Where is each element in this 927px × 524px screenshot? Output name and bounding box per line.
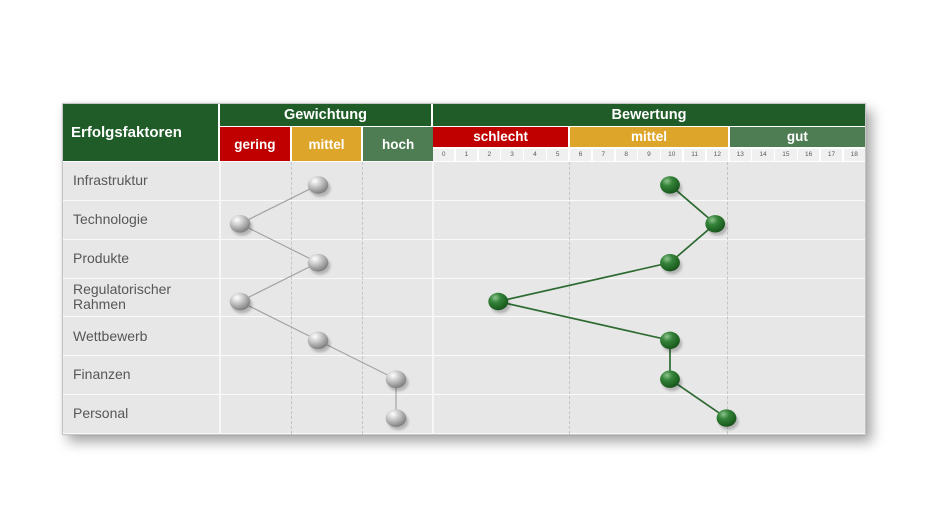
bewertung-section-header: Bewertung xyxy=(433,104,865,126)
table-row: Produkte xyxy=(63,239,865,279)
success-factor-table: Erfolgsfaktoren Gewichtung Bewertung ger… xyxy=(62,103,866,435)
corner-header: Erfolgsfaktoren xyxy=(63,104,220,161)
table-row: Regulatorischer Rahmen xyxy=(63,278,865,318)
scale-cell: 15 xyxy=(775,148,797,161)
gewichtung-section-header: Gewichtung xyxy=(220,104,433,126)
gridline-gering-mittel xyxy=(291,162,292,434)
scale-cell: 12 xyxy=(706,148,729,161)
scale-cell: 4 xyxy=(524,148,546,161)
scale-cell: 6 xyxy=(569,148,592,161)
scale-cell: 9 xyxy=(638,148,660,161)
scale-cell: 11 xyxy=(683,148,706,161)
band-bewertung-mittel: mittel xyxy=(570,127,728,147)
separator-labels-gewichtung xyxy=(219,162,221,434)
row-label: Regulatorischer Rahmen xyxy=(73,280,172,313)
scale-cell: 2 xyxy=(478,148,500,161)
table-row: Wettbewerb xyxy=(63,317,865,357)
scale-cell: 1 xyxy=(455,148,478,161)
row-label: Technologie xyxy=(73,210,148,227)
separator-gewichtung-bewertung xyxy=(432,162,434,434)
scale-cell: 5 xyxy=(547,148,569,161)
row-label: Personal xyxy=(73,405,129,422)
table-row: Infrastruktur xyxy=(63,162,865,201)
bewertung-scale-row: 0 1 2 3 4 5 6 7 8 9 10 11 12 13 14 15 16… xyxy=(433,148,865,161)
band-schlecht: schlecht xyxy=(433,127,569,147)
scale-cell: 8 xyxy=(615,148,637,161)
scale-cell: 13 xyxy=(729,148,751,161)
scale-cell: 0 xyxy=(433,148,455,161)
gridline-mittel-gut xyxy=(726,162,728,434)
scale-cell: 7 xyxy=(592,148,614,161)
scale-cell: 17 xyxy=(820,148,843,161)
gridline-mittel-hoch xyxy=(362,162,363,434)
row-label: Infrastruktur xyxy=(73,172,148,189)
table-row: Personal xyxy=(63,395,865,434)
gewichtung-band-row: gering mittel hoch xyxy=(220,127,434,161)
scale-cell: 3 xyxy=(501,148,523,161)
scale-cell: 16 xyxy=(798,148,820,161)
band-gering: gering xyxy=(220,127,290,161)
row-label: Wettbewerb xyxy=(73,327,148,344)
scale-cell: 10 xyxy=(661,148,683,161)
band-gut: gut xyxy=(729,127,865,147)
scale-cell: 14 xyxy=(752,148,774,161)
bewertung-band-row: schlecht mittel gut xyxy=(433,127,865,147)
gridline-schlecht-mittel xyxy=(569,162,570,434)
scale-cell: 18 xyxy=(843,148,865,161)
table-row: Technologie xyxy=(63,200,865,240)
band-mittel: mittel xyxy=(291,127,362,161)
band-hoch: hoch xyxy=(363,127,434,161)
table-row: Finanzen xyxy=(63,356,865,396)
row-label: Finanzen xyxy=(73,366,131,383)
row-label: Produkte xyxy=(73,249,130,266)
